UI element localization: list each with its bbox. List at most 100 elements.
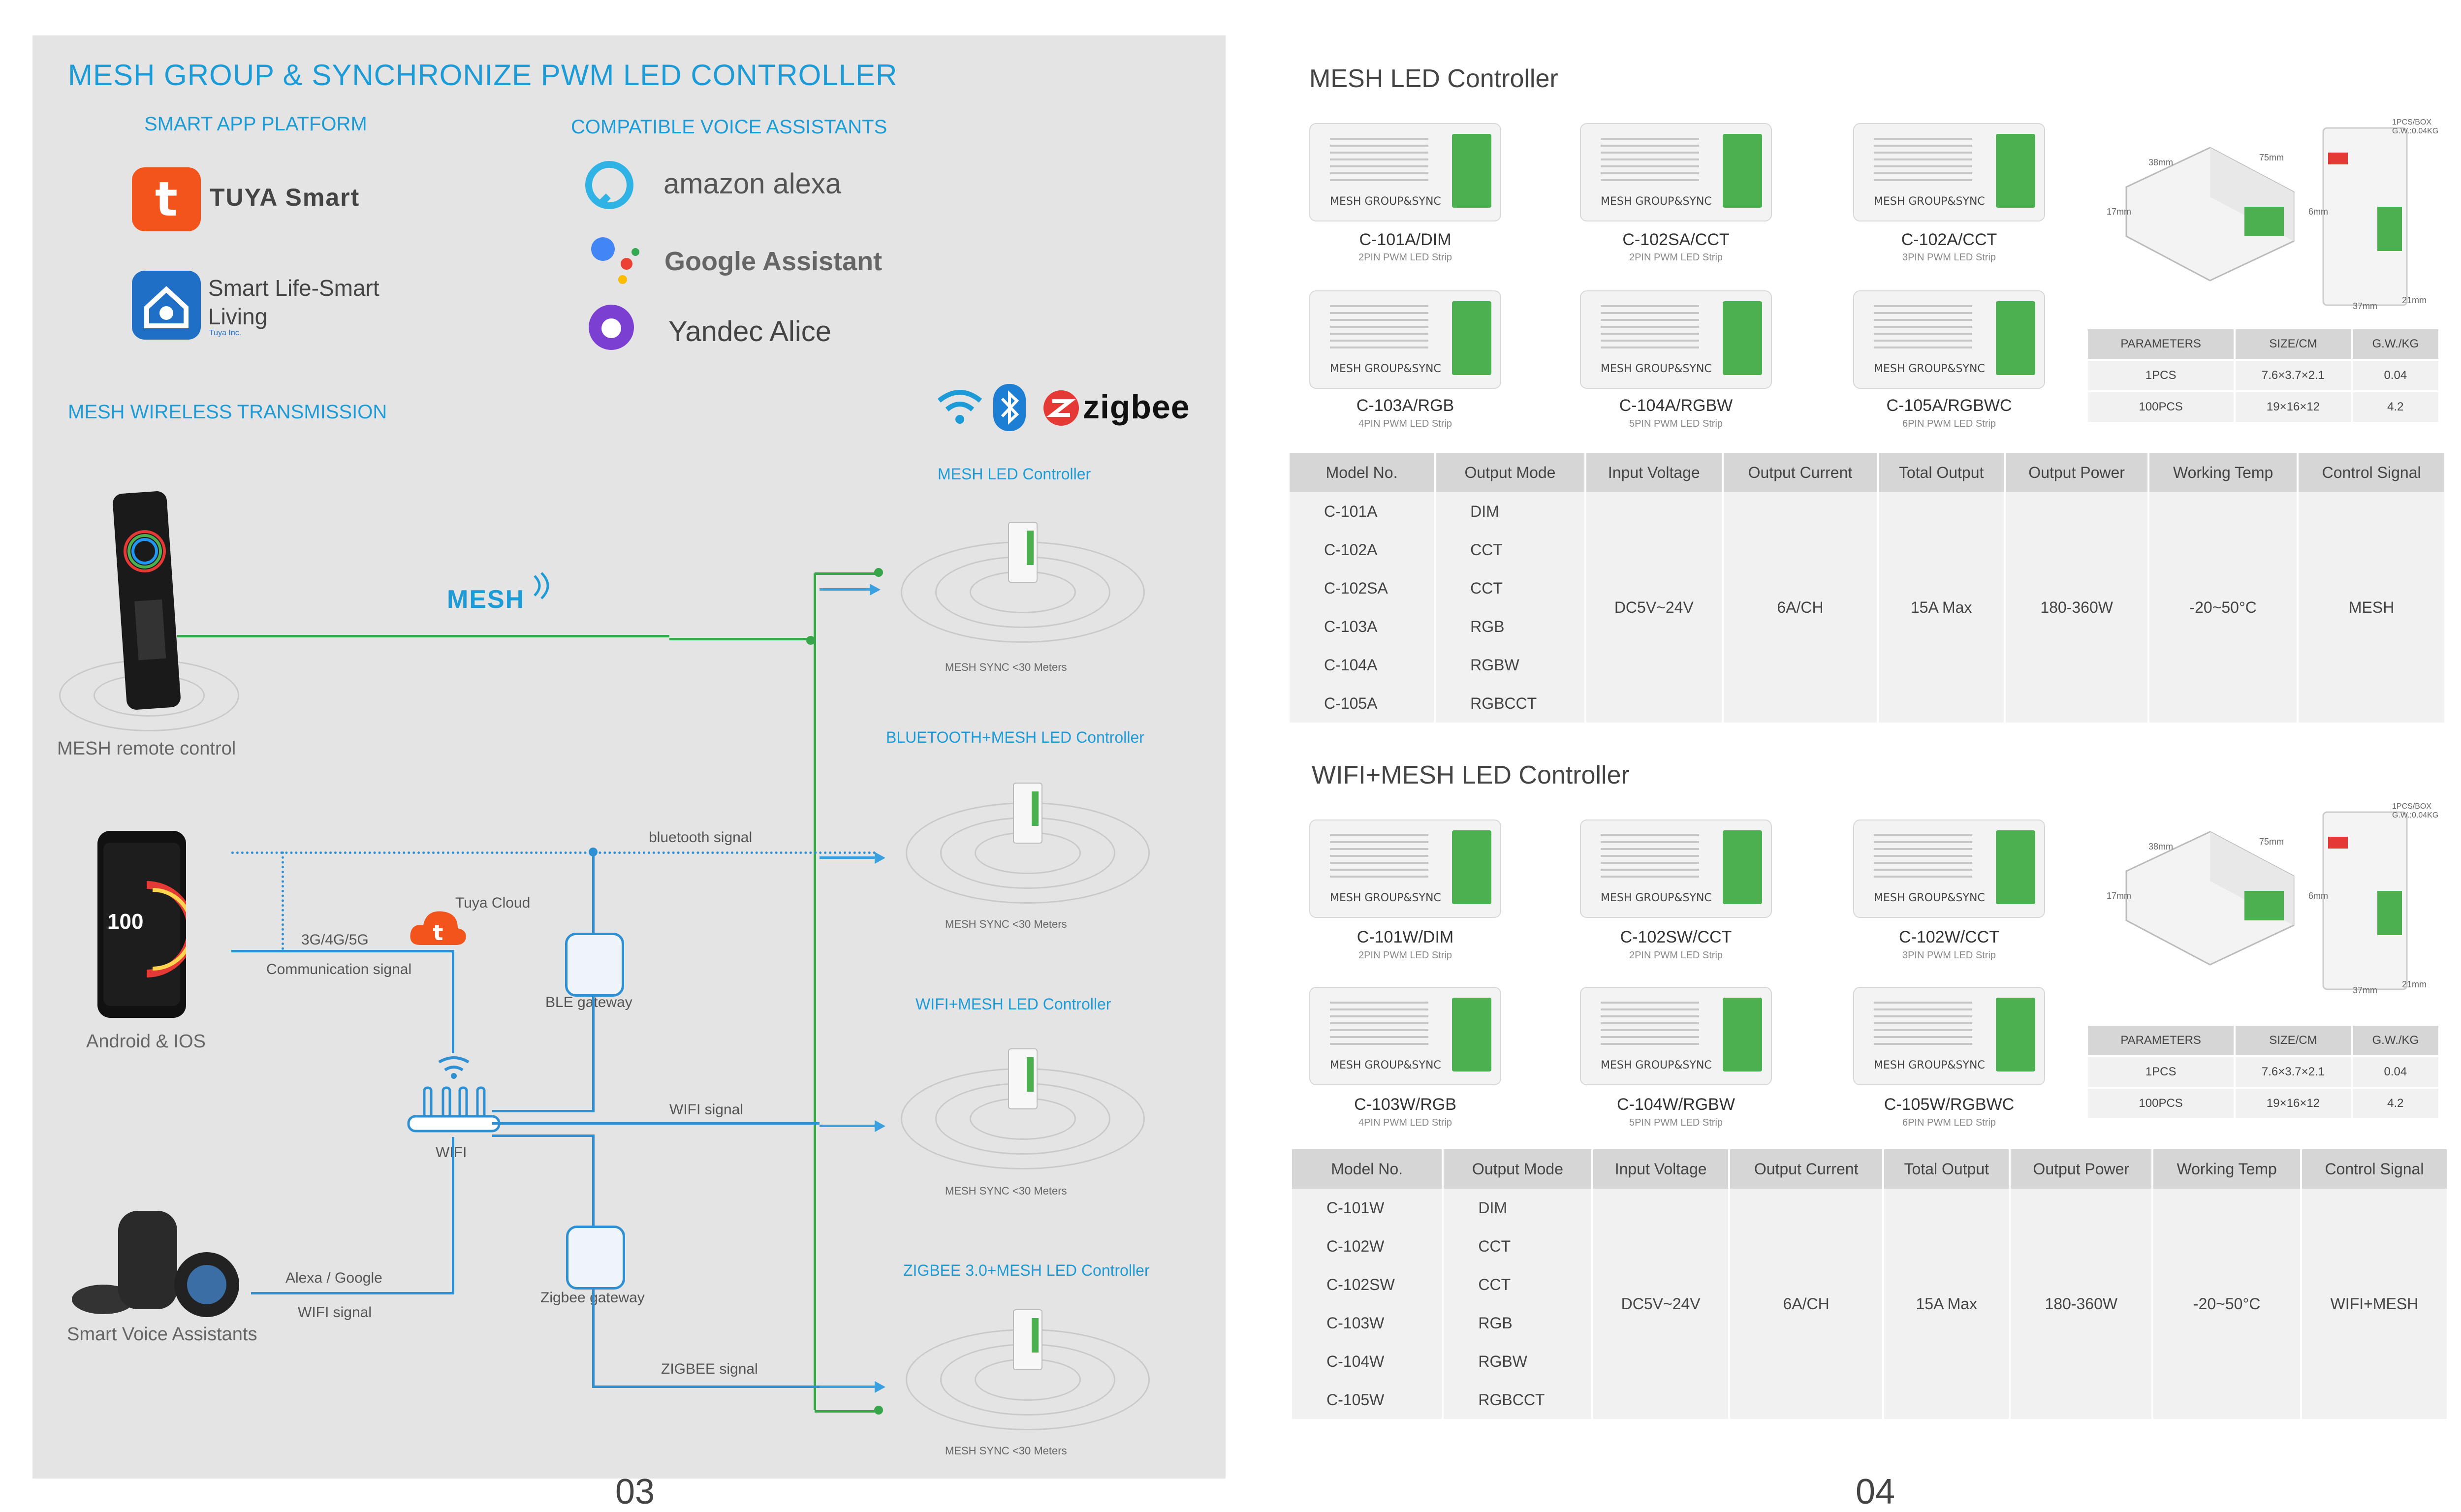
product-image: MESH GROUP&SYNC — [1309, 123, 1501, 221]
product-note: 4PIN PWM LED Strip — [1358, 1117, 1452, 1128]
controller-label-bluetooth-mesh: BLUETOOTH+MESH LED Controller — [886, 728, 1144, 746]
page-number-left: 03 — [615, 1472, 655, 1512]
bluetooth-dotted-line — [231, 851, 876, 854]
router-to-zigbee — [492, 1134, 593, 1137]
ble-to-router — [492, 1110, 593, 1112]
tuya-cloud-label: Tuya Cloud — [455, 895, 531, 911]
google-assistant-icon — [588, 231, 642, 285]
ble-gateway-up — [592, 851, 595, 933]
product-model: C-103A/RGB — [1356, 396, 1454, 415]
phone-dotted-vertical — [282, 851, 284, 950]
sync-note-wifi: MESH SYNC <30 Meters — [945, 1185, 1067, 1197]
lamp-group-bluetooth — [906, 783, 1152, 911]
mesh-node-1 — [874, 568, 883, 577]
product-note: 3PIN PWM LED Strip — [1902, 950, 1996, 961]
product-image: MESH GROUP&SYNC — [1309, 290, 1501, 389]
product-image: MESH GROUP&SYNC — [1580, 819, 1772, 918]
voice-assistants-header: COMPATIBLE VOICE ASSISTANTS — [571, 116, 887, 138]
lamp-group-mesh — [901, 522, 1147, 650]
zigbee-gateway-down — [592, 1287, 595, 1388]
product-image: MESH GROUP&SYNC — [1853, 987, 2045, 1085]
product-image: MESH GROUP&SYNC — [1580, 987, 1772, 1085]
mesh-branch-4 — [815, 1410, 879, 1413]
product-image: MESH GROUP&SYNC — [1580, 290, 1772, 389]
product-note: 2PIN PWM LED Strip — [1629, 950, 1723, 961]
mesh-node-2 — [806, 636, 815, 645]
arrow-to-bluetooth — [820, 852, 885, 864]
product-image: MESH GROUP&SYNC — [1309, 987, 1501, 1085]
product-model: C-101W/DIM — [1357, 928, 1454, 946]
product-note: 5PIN PWM LED Strip — [1629, 1117, 1723, 1128]
phone-router-vertical — [452, 950, 454, 1053]
mesh-line-2 — [669, 638, 807, 640]
lamp-group-wifi — [901, 1048, 1147, 1176]
transmission-header: MESH WIRELESS TRANSMISSION — [68, 401, 387, 423]
product-image: MESH GROUP&SYNC — [1309, 819, 1501, 918]
arrow-to-zigbee — [820, 1381, 885, 1393]
alexa-google-label: Alexa / Google — [285, 1270, 382, 1286]
product-note: 6PIN PWM LED Strip — [1902, 1117, 1996, 1128]
product-model: C-104W/RGBW — [1617, 1095, 1735, 1114]
page-number-right: 04 — [1856, 1472, 1895, 1512]
device-label-phone: Android & IOS — [86, 1031, 206, 1052]
cellular-signal-label: 3G/4G/5G — [301, 932, 369, 948]
alice-icon — [587, 303, 636, 352]
left-page-panel — [32, 35, 1226, 1479]
zigbee-gateway-up — [592, 1134, 595, 1226]
ble-gateway-label: BLE gateway — [545, 994, 632, 1010]
product-image: MESH GROUP&SYNC — [1853, 123, 2045, 221]
controller-label-mesh: MESH LED Controller — [938, 465, 1091, 483]
wifi-icon — [935, 384, 984, 428]
product-model: C-102A/CCT — [1901, 230, 1997, 249]
product-note: 2PIN PWM LED Strip — [1358, 950, 1452, 961]
product-model: C-105A/RGBWC — [1886, 396, 2012, 415]
zigbee-logo-text: zigbee — [1083, 388, 1190, 426]
voice-google: Google Assistant — [664, 247, 883, 276]
product-model: C-105W/RGBWC — [1884, 1095, 2015, 1114]
product-note: 6PIN PWM LED Strip — [1902, 418, 1996, 429]
product-note: 2PIN PWM LED Strip — [1358, 252, 1452, 263]
wifi-router-label: WIFI — [436, 1144, 467, 1161]
product-model: C-102SA/CCT — [1622, 230, 1730, 249]
alexa-icon — [585, 160, 634, 210]
wifi-router-icon — [405, 1053, 503, 1137]
speaker-router-vertical — [452, 1137, 454, 1294]
zigbee-to-controller — [593, 1386, 820, 1388]
svg-text:t: t — [155, 172, 178, 227]
wifi-signal-label: WIFI signal — [669, 1102, 744, 1118]
product-image: MESH GROUP&SYNC — [1580, 123, 1772, 221]
sync-note-bluetooth: MESH SYNC <30 Meters — [945, 918, 1067, 930]
product-model: C-102SW/CCT — [1620, 928, 1732, 946]
product-model: C-101A/DIM — [1359, 230, 1451, 249]
communication-signal-label: Communication signal — [266, 961, 412, 977]
zigbee-gateway-icon — [566, 1226, 625, 1290]
controller-label-zigbee-mesh: ZIGBEE 3.0+MESH LED Controller — [903, 1261, 1150, 1279]
voice-alexa: amazon alexa — [663, 168, 842, 200]
lamp-group-zigbee — [906, 1309, 1152, 1437]
device-label-remote: MESH remote control — [57, 738, 236, 759]
smart-app-header: SMART APP PLATFORM — [144, 113, 367, 135]
speaker-to-router — [251, 1292, 453, 1294]
phone-device: 100 — [97, 831, 195, 1018]
product-model: C-103W/RGB — [1354, 1095, 1456, 1114]
phone-to-router — [231, 950, 453, 952]
section-title-wifi-mesh: WIFI+MESH LED Controller — [1312, 761, 1630, 789]
page-title: MESH GROUP & SYNCHRONIZE PWM LED CONTROL… — [68, 59, 898, 92]
product-note: 5PIN PWM LED Strip — [1629, 418, 1723, 429]
product-note: 2PIN PWM LED Strip — [1629, 252, 1723, 263]
mesh-node-4 — [874, 1406, 883, 1415]
app-sub-tuya-inc: Tuya Inc. — [209, 329, 242, 337]
arrow-to-wifi — [820, 1120, 885, 1132]
mesh-branch-1 — [815, 572, 879, 575]
section-title-mesh: MESH LED Controller — [1309, 64, 1558, 93]
zigbee-icon — [1043, 390, 1079, 426]
mesh-line — [177, 635, 669, 637]
controller-label-wifi-mesh: WIFI+MESH LED Controller — [915, 995, 1111, 1013]
phone-screen-value: 100 — [107, 910, 144, 934]
app-name-smart-life: Smart Life-Smart Living — [208, 275, 379, 329]
device-label-voice: Smart Voice Assistants — [67, 1324, 257, 1345]
